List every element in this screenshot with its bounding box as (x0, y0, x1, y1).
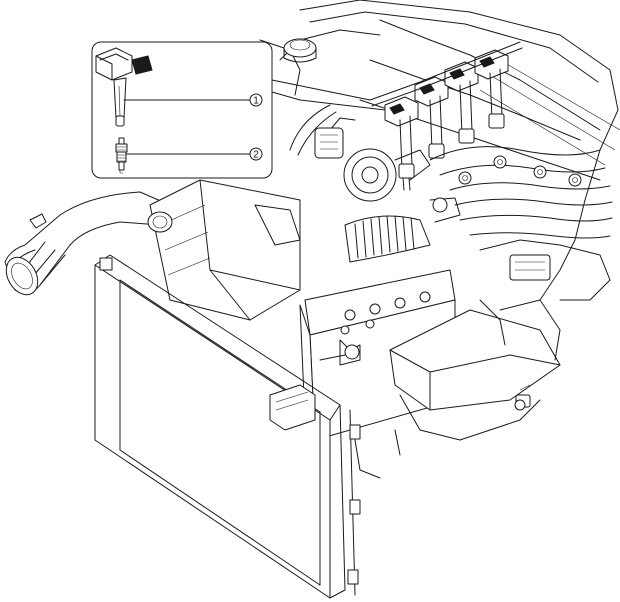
intake-manifold (429, 146, 613, 301)
spark-plug-icon (115, 137, 128, 174)
throttle-body (314, 117, 431, 202)
battery (299, 269, 456, 441)
air-duct (4, 191, 171, 296)
callout-2-label: 2 (253, 150, 259, 161)
fuse-box (389, 309, 561, 441)
callout-1: 1 (249, 93, 263, 107)
installed-ignition-coils (369, 41, 523, 191)
intake-hose (344, 197, 461, 263)
radiator (94, 254, 361, 599)
callout-2: 2 (249, 147, 263, 161)
engine-details (289, 104, 561, 479)
ignition-coil-icon (95, 47, 153, 127)
callout-1-label: 1 (253, 96, 259, 107)
detail-callout-box: 1 2 (91, 41, 386, 179)
air-cleaner (147, 179, 301, 321)
